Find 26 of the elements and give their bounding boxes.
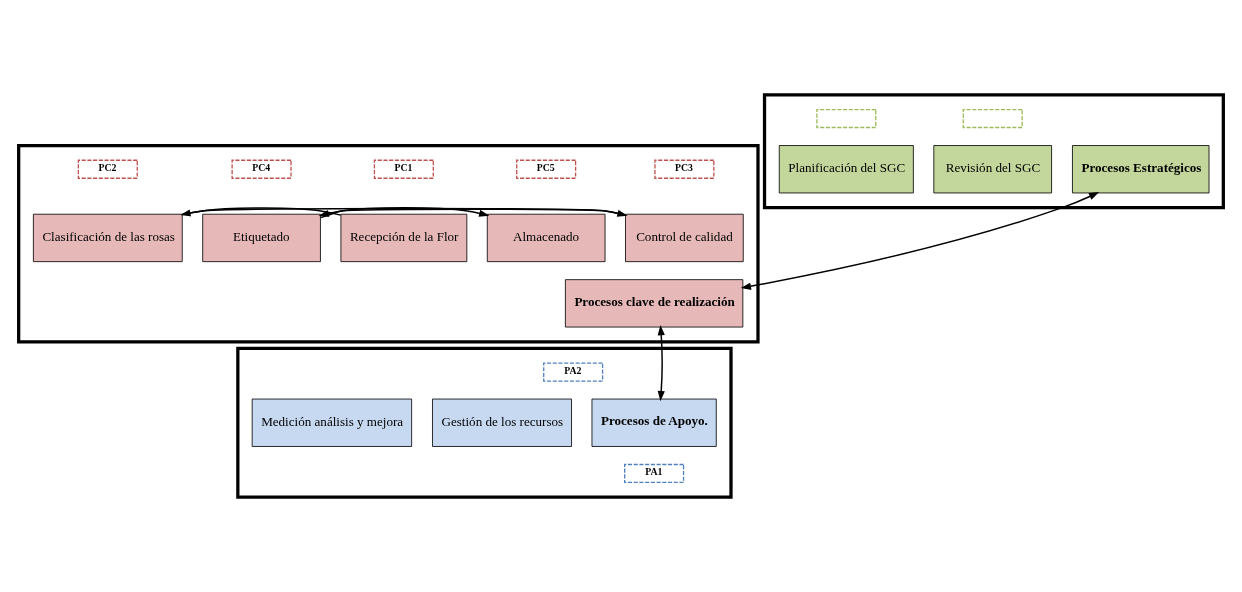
cluster <box>17 143 760 344</box>
node-box: PC2 <box>77 159 138 179</box>
node-box: Medición análisis y mejora <box>251 398 413 447</box>
cluster <box>762 93 1225 210</box>
node-box: Procesos Estratégicos <box>1072 145 1210 194</box>
node-box: Etiquetado <box>202 213 321 263</box>
node-box: PA2 <box>543 362 604 382</box>
node-box: PA1 <box>624 463 685 484</box>
node-box: PC5 <box>516 159 577 179</box>
node-box: PC1 <box>373 159 434 179</box>
node-box: Clasificación de las rosas <box>33 213 183 263</box>
arrow <box>740 192 1100 290</box>
node-box: Procesos clave de realización <box>565 279 744 328</box>
cluster <box>236 346 733 499</box>
node-box: PC3 <box>654 159 715 179</box>
node-box: Procesos de Apoyo. <box>591 398 717 447</box>
node-box: Gestión de los recursos <box>432 398 572 447</box>
node-box <box>962 108 1023 129</box>
node-box: Revisión del SGC <box>933 145 1052 194</box>
node-box: Recepción de la Flor <box>340 213 468 263</box>
node-box: PC4 <box>231 159 292 179</box>
node-box: Planificación del SGC <box>778 145 914 194</box>
node-box: Almacenado <box>486 213 606 263</box>
node-box: Control de calidad <box>625 213 744 263</box>
arrow <box>657 324 665 402</box>
node-box <box>816 108 877 129</box>
